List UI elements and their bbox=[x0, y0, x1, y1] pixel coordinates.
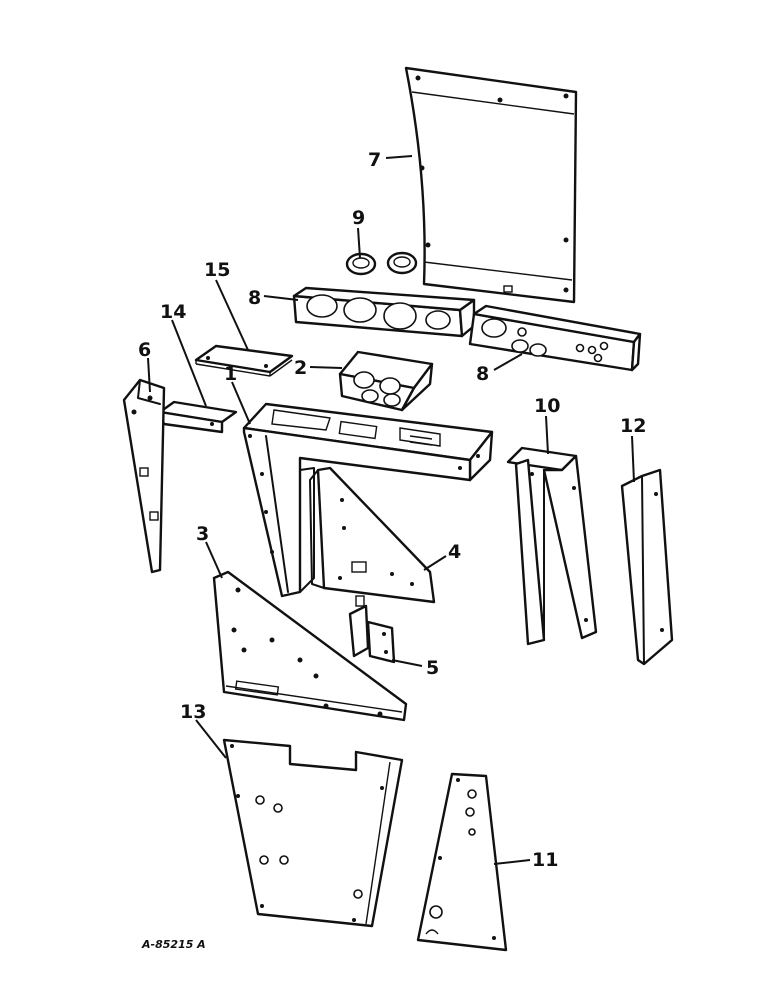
part-2-gauge-housing bbox=[338, 350, 434, 412]
part-8-left-gauge-panel bbox=[292, 286, 476, 338]
callout-9: 9 bbox=[352, 207, 365, 229]
callout-6: 6 bbox=[138, 339, 151, 361]
callout-11: 11 bbox=[532, 849, 558, 871]
callout-10: 10 bbox=[534, 395, 560, 417]
part-4-right-gusset bbox=[309, 466, 436, 604]
part-11-lower-side-panel bbox=[416, 772, 508, 952]
part-9-gauge-caps bbox=[345, 251, 418, 276]
part-5-small-bracket bbox=[348, 595, 396, 664]
callout-8-right: 8 bbox=[476, 363, 489, 385]
callout-3: 3 bbox=[196, 523, 209, 545]
part-7-rear-panel bbox=[404, 66, 578, 304]
part-10-right-upright bbox=[506, 446, 598, 646]
part-8-right-switch-panel bbox=[468, 304, 642, 372]
part-6-left-upright bbox=[122, 378, 166, 574]
part-1-console-frame bbox=[242, 402, 494, 598]
callout-4: 4 bbox=[448, 541, 461, 563]
callout-13: 13 bbox=[180, 701, 206, 723]
part-3-left-gusset bbox=[212, 570, 408, 722]
callout-2: 2 bbox=[294, 357, 307, 379]
callout-14: 14 bbox=[160, 301, 186, 323]
part-14-bracket bbox=[158, 400, 238, 434]
part-15-cover-plate bbox=[194, 344, 294, 377]
callout-labels: 7 9 15 8 14 6 2 1 8 10 12 3 4 5 13 11 bbox=[138, 149, 646, 871]
part-12-far-right-channel bbox=[620, 468, 674, 666]
callout-1: 1 bbox=[224, 363, 237, 385]
callout-5: 5 bbox=[426, 657, 439, 679]
callout-8-left: 8 bbox=[248, 287, 261, 309]
drawing-reference-number: A-85215 A bbox=[141, 938, 206, 951]
callout-7: 7 bbox=[368, 149, 381, 171]
callout-15: 15 bbox=[204, 259, 230, 281]
leader-lines bbox=[147, 155, 635, 865]
part-13-lower-front-panel bbox=[222, 738, 404, 928]
callout-12: 12 bbox=[620, 415, 646, 437]
